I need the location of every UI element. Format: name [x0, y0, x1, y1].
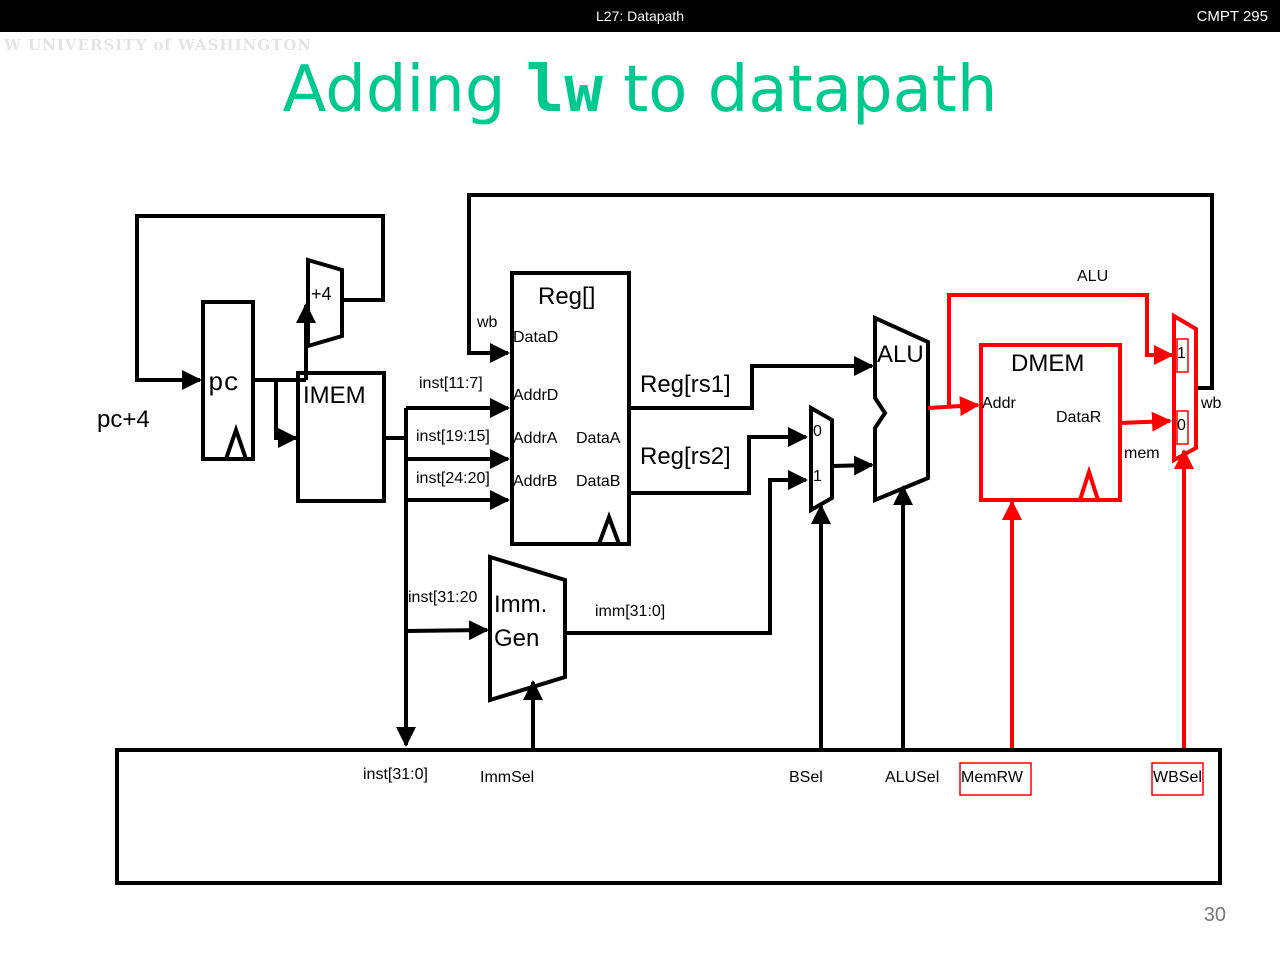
- wbsel-label: WBSel: [1153, 769, 1202, 786]
- course-name: CMPT 295: [1196, 8, 1268, 25]
- inst-31-0-label: inst[31:0]: [363, 766, 428, 783]
- pc-adder: [306, 257, 344, 349]
- port-addrd: AddrD: [513, 387, 558, 404]
- port-dataa: DataA: [576, 430, 621, 447]
- wire-reg-rs2: [629, 427, 808, 495]
- wb-in-label: wb: [476, 314, 498, 331]
- bsel-mux: [809, 404, 834, 514]
- register-file: [510, 271, 631, 546]
- wbsel-highlight: [1151, 762, 1204, 796]
- alu-block: [873, 314, 930, 503]
- inst-31-20-label: inst[31:20: [408, 589, 477, 606]
- bmux-in1-label: 1: [813, 468, 822, 485]
- wire-reg-rs1: [629, 356, 874, 410]
- immgen-label-line1: Imm.: [494, 591, 547, 618]
- wire-alu-out[interactable]: [927, 396, 980, 417]
- regfile-label: Reg[]: [538, 283, 595, 310]
- wbmux-in0-highlight: [1176, 410, 1189, 445]
- control-unit-box: [115, 748, 1222, 885]
- adder-label: +4: [311, 284, 332, 304]
- university-logo: W UNIVERSITY of WASHINGTON: [4, 36, 313, 54]
- imm-31-0-label: imm[31:0]: [595, 603, 665, 620]
- wbsel-mux[interactable]: [1172, 312, 1198, 464]
- wbmux-in0-label: 0: [1177, 417, 1186, 434]
- bsel-label: BSel: [789, 769, 823, 786]
- wire-wb-loop: [467, 193, 1214, 390]
- lecture-title: L27: Datapath: [596, 8, 684, 24]
- reg-rs1-label: Reg[rs1]: [640, 371, 731, 398]
- regfile-clock-icon: [597, 511, 621, 545]
- memrw-highlight: [959, 762, 1032, 796]
- inst-24-20-label: inst[24:20]: [416, 470, 490, 487]
- dmem-label: DMEM: [1011, 350, 1084, 377]
- pc-label: pc: [208, 368, 239, 398]
- dmem-clock-icon: [1078, 465, 1100, 501]
- memrw-label: MemRW: [961, 769, 1024, 786]
- wire-pc-plus4-loop: [135, 214, 385, 390]
- wire-bmux-out: [831, 455, 874, 476]
- mem-label: mem: [1124, 445, 1160, 462]
- port-addra: AddrA: [513, 430, 558, 447]
- wire-dmem-datar[interactable]: [1119, 411, 1172, 432]
- wire-alu-bypass[interactable]: [947, 293, 1174, 408]
- title-prefix: Adding: [282, 53, 526, 127]
- dmem-datar-label: DataR: [1056, 409, 1101, 426]
- slide-header-bar: L27: Datapath CMPT 295: [0, 0, 1280, 32]
- wb-out-label: wb: [1200, 395, 1222, 412]
- wire-pc-to-imem: [274, 380, 298, 448]
- alu-bypass-label: ALU: [1077, 268, 1108, 285]
- immgen-label-line2: Gen: [494, 625, 539, 652]
- port-addrb: AddrB: [513, 473, 557, 490]
- pc-plus4-label: pc+4: [97, 406, 150, 433]
- slide-title: Adding lw to datapath: [0, 50, 1280, 130]
- port-datab: DataB: [576, 473, 620, 490]
- imm-gen-block: [488, 554, 567, 703]
- dmem-addr-label: Addr: [982, 395, 1016, 412]
- wire-imm-out: [565, 470, 808, 635]
- wbmux-in1-label: 1: [1177, 345, 1186, 362]
- immsel-label: ImmSel: [480, 769, 534, 786]
- port-datad: DataD: [513, 329, 558, 346]
- wbmux-in1-highlight: [1176, 338, 1189, 373]
- title-code: lw: [525, 53, 603, 127]
- pc-clock-icon: [224, 423, 248, 460]
- inst-19-15-label: inst[19:15]: [416, 428, 490, 445]
- alu-label: ALU: [877, 341, 924, 368]
- reg-rs2-label: Reg[rs2]: [640, 443, 731, 470]
- imem-label: IMEM: [303, 382, 366, 409]
- title-suffix: to datapath: [602, 53, 998, 127]
- bmux-in0-label: 0: [813, 423, 822, 440]
- page-number: 30: [1203, 904, 1226, 926]
- wire-inst-31-20: [405, 620, 489, 641]
- inst-11-7-label: inst[11:7]: [419, 375, 483, 392]
- alusel-label: ALUSel: [885, 769, 939, 786]
